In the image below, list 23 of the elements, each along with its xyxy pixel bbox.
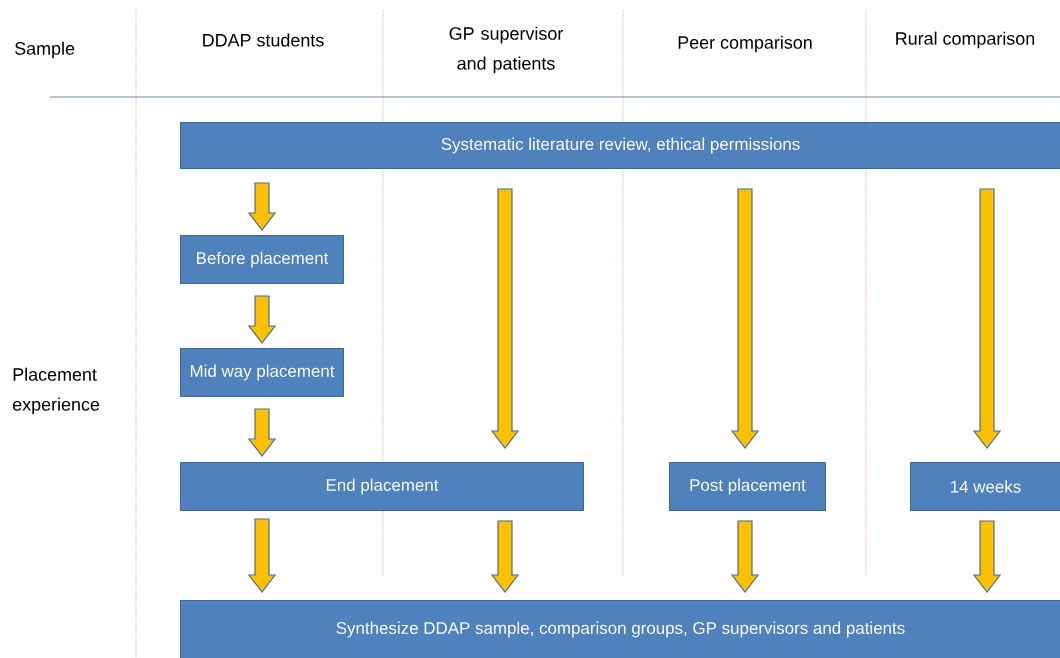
- column-heading: DDAP students: [203, 33, 324, 47]
- arrow: [247, 518, 277, 593]
- process-box: Mid way placement: [180, 348, 344, 397]
- arrow: [730, 188, 760, 449]
- arrow: [247, 408, 277, 457]
- column-heading: Sample: [15, 41, 75, 59]
- process-box: End placement: [180, 462, 584, 511]
- process-box: Before placement: [180, 235, 344, 284]
- column-heading: GP supervisor and patients: [449, 26, 563, 74]
- process-box: Systematic literature review, ethical permissions: [180, 122, 1060, 169]
- column-heading: Placement experience: [12, 367, 100, 415]
- column-heading: Rural comparison: [896, 31, 1035, 49]
- arrow: [490, 520, 520, 593]
- process-box: 14 weeks: [910, 462, 1060, 511]
- arrow: [490, 188, 520, 449]
- process-box: Synthesize DDAP sample, comparison groups, GP supervisors and patients: [180, 600, 1060, 658]
- arrow: [730, 520, 760, 593]
- arrow: [247, 182, 277, 231]
- process-box: Post placement: [669, 462, 826, 511]
- arrow: [247, 295, 277, 344]
- column-heading: Peer comparison: [678, 35, 812, 53]
- arrow: [972, 188, 1002, 449]
- arrow: [972, 520, 1002, 593]
